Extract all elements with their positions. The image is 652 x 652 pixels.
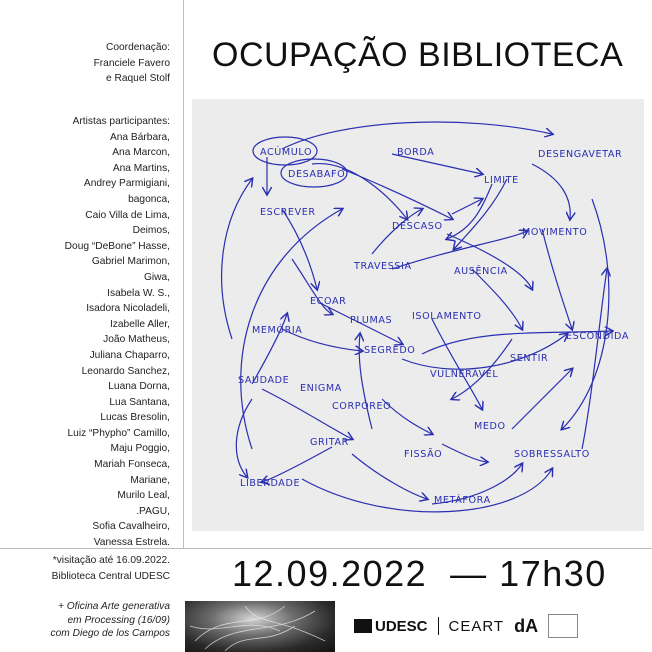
coordination-block: Coordenação: Franciele Favero e Raquel S… [0,40,170,87]
vertical-divider [183,0,184,548]
artist-name: Izabelle Aller, [109,318,170,330]
diagram-arrows [220,121,612,513]
word-movimento: MOVIMENTO [522,227,587,238]
artist-name: Ana Bárbara, [109,131,170,143]
artist-name: Giwa, [143,271,170,283]
artist-name: Murilo Leal, [117,490,170,502]
word-vulneravel: VULNERÁVEL [430,367,498,380]
artist-name: Luana Dorna, [108,381,170,393]
word-sentir: SENTIR [510,353,548,364]
artists-heading: Artistas participantes: [72,116,170,127]
artist-name: Sofia Cavalheiro, [92,521,170,533]
udesc-logo: UDESC [354,618,428,635]
artist-name: bagonca, [128,193,170,205]
word-enigma: ENIGMA [300,383,342,394]
word-liberdade: LIBERDADE [240,478,300,489]
artist-name: Doug “DeBone” Hasse, [64,240,170,252]
diagram-words: ACÚMULO DESABAFO ESCREVER BORDA DESENGAV… [238,145,629,506]
word-ecoar: ECOAR [310,296,346,307]
word-borda: BORDA [397,147,434,158]
word-sobressalto: SOBRESSALTO [514,449,590,460]
artist-name: Ana Martins, [112,162,170,174]
word-travessia: TRAVESSIA [353,261,412,272]
word-escrever: ESCREVER [260,207,316,218]
ceart-logo: CEART [448,617,505,635]
diagram-circles [252,136,348,188]
artist-name: Leonardo Sanchez, [81,365,170,377]
library-logo-icon [548,614,579,638]
artist-name: João Matheus, [103,334,170,346]
word-fissao: FISSÃO [404,447,442,460]
artist-name: Vanessa Estrela. [93,537,170,549]
horizontal-divider [0,548,652,549]
artist-name: Isabela W. S., [107,287,170,299]
artist-name: Gabriel Marimon, [91,256,170,268]
artist-name: Mariah Fonseca, [94,459,170,471]
workshop-block: + Oficina Arte generativa em Processing … [0,600,170,641]
word-gritar: GRITAR [310,437,349,448]
word-metafora: METÁFORA [434,493,491,506]
word-limite: LIMITE [484,175,519,186]
word-desengavetar: DESENGAVETAR [538,149,622,160]
word-acumulo: ACÚMULO [260,145,312,158]
artist-name: Maju Poggio, [110,443,170,455]
artists-block: Artistas participantes: Ana Bárbara, Ana… [0,114,170,551]
artist-name: Lua Santana, [109,396,170,408]
sponsor-logos: UDESC CEART dA [354,611,579,641]
artist-name: Luiz “Phypho” Camillo, [67,427,170,439]
artist-name: Ana Marcon, [112,147,170,159]
workshop-line: + Oficina Arte generativa [57,601,170,612]
artist-name: Lucas Bresolin, [100,412,170,424]
page-title: OCUPAÇÃO BIBLIOTECA [212,36,624,74]
artist-name: Caio Villa de Lima, [85,209,170,221]
artist-name: Andrey Parmigiani, [83,178,170,190]
word-segredo: SEGREDO [364,345,415,356]
word-isolamento: ISOLAMENTO [412,311,482,322]
logo-separator [437,617,439,635]
word-ausencia: AUSÊNCIA [454,264,508,277]
artist-name: Isadora Nicoladeli, [86,303,170,315]
coordinator-name: Franciele Favero [93,57,170,69]
word-descaso: DESCASO [392,221,443,232]
workshop-photo [185,601,335,652]
udesc-logo-text: UDESC [375,617,428,635]
coordination-heading: Coordenação: [105,42,170,53]
artist-name: .PAGU, [136,505,170,517]
visit-line: *visitação até 16.09.2022. [52,555,170,566]
artist-name: Mariane, [130,474,170,486]
coordinator-name: e Raquel Stolf [106,73,170,85]
da-logo: dA [514,615,539,636]
workshop-line: com Diego de los Campos [50,628,170,639]
artist-name: Juliana Chaparro, [89,349,170,361]
word-map-diagram: ACÚMULO DESABAFO ESCREVER BORDA DESENGAV… [220,121,629,513]
udesc-mark-icon [354,619,372,633]
visit-line: Biblioteca Central UDESC [51,570,170,582]
event-datetime: 12.09.2022 — 17h30 [232,553,607,594]
word-escondida: ESCONDIDA [566,331,629,342]
workshop-line: em Processing (16/09) [67,614,171,626]
word-desabafo: DESABAFO [288,169,345,180]
artist-name: Deimos, [132,225,170,237]
word-saudade: SAUDADE [238,375,289,386]
word-memoria: MEMÓRIA [252,323,302,336]
visit-block: *visitação até 16.09.2022. Biblioteca Ce… [0,553,170,584]
word-medo: MEDO [474,421,506,432]
word-plumas: PLUMAS [350,315,392,326]
word-corporeo: CORPÓREO [332,399,391,412]
